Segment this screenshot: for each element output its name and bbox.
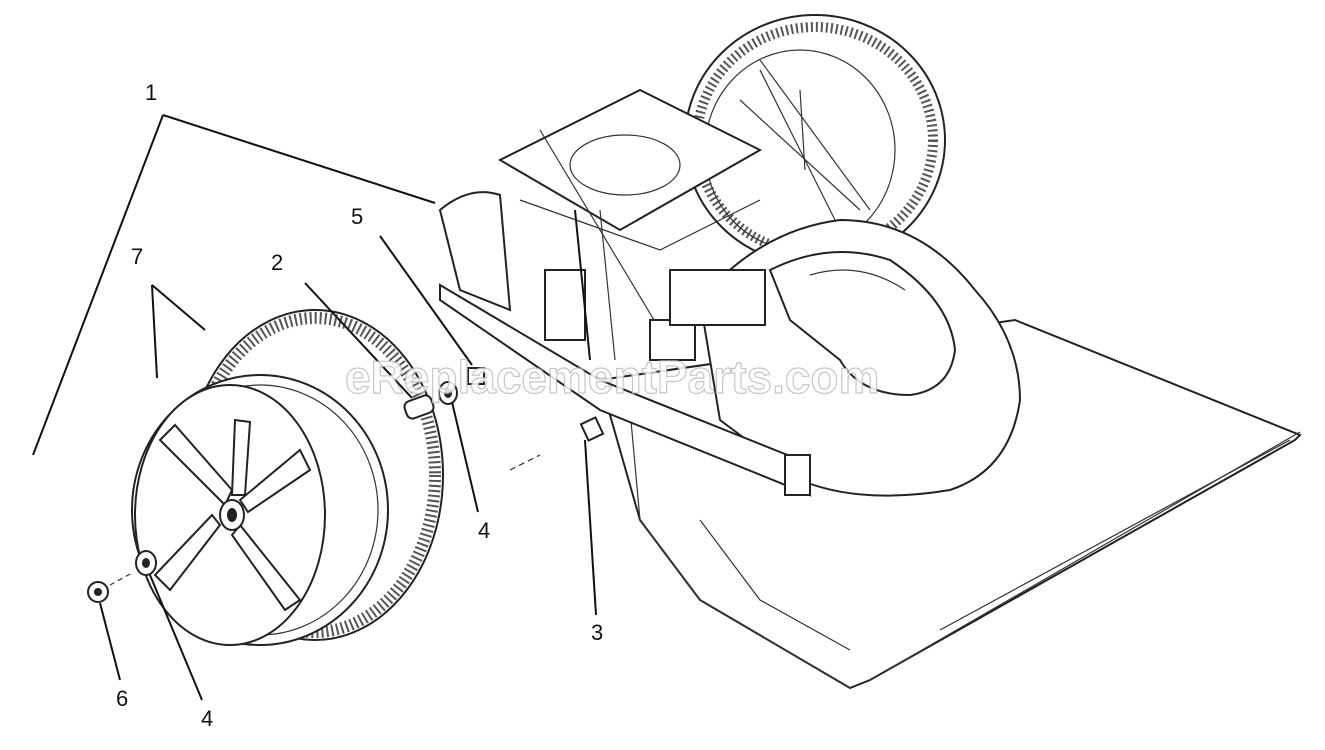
bearing-4-lower (135, 550, 157, 576)
mower-deck (438, 14, 1302, 690)
callout-1: 1 (145, 80, 157, 105)
nut-6 (87, 581, 109, 603)
callout-4-lower: 4 (201, 706, 213, 731)
axle-center-line (109, 572, 133, 586)
callout-3: 3 (591, 620, 603, 645)
callout-4-upper: 4 (478, 518, 490, 543)
spacer-2 (403, 394, 435, 420)
callout-6: 6 (116, 686, 128, 711)
front-wheel (131, 309, 444, 646)
bushing-5 (467, 367, 485, 385)
bearing-4-upper (438, 381, 458, 405)
callout-5: 5 (351, 204, 363, 229)
callout-2: 2 (271, 250, 283, 275)
watermark: eReplacementParts.com (345, 351, 879, 403)
bolt-3 (509, 416, 605, 471)
callout-7: 7 (131, 244, 143, 269)
leader-lines (32, 114, 597, 701)
